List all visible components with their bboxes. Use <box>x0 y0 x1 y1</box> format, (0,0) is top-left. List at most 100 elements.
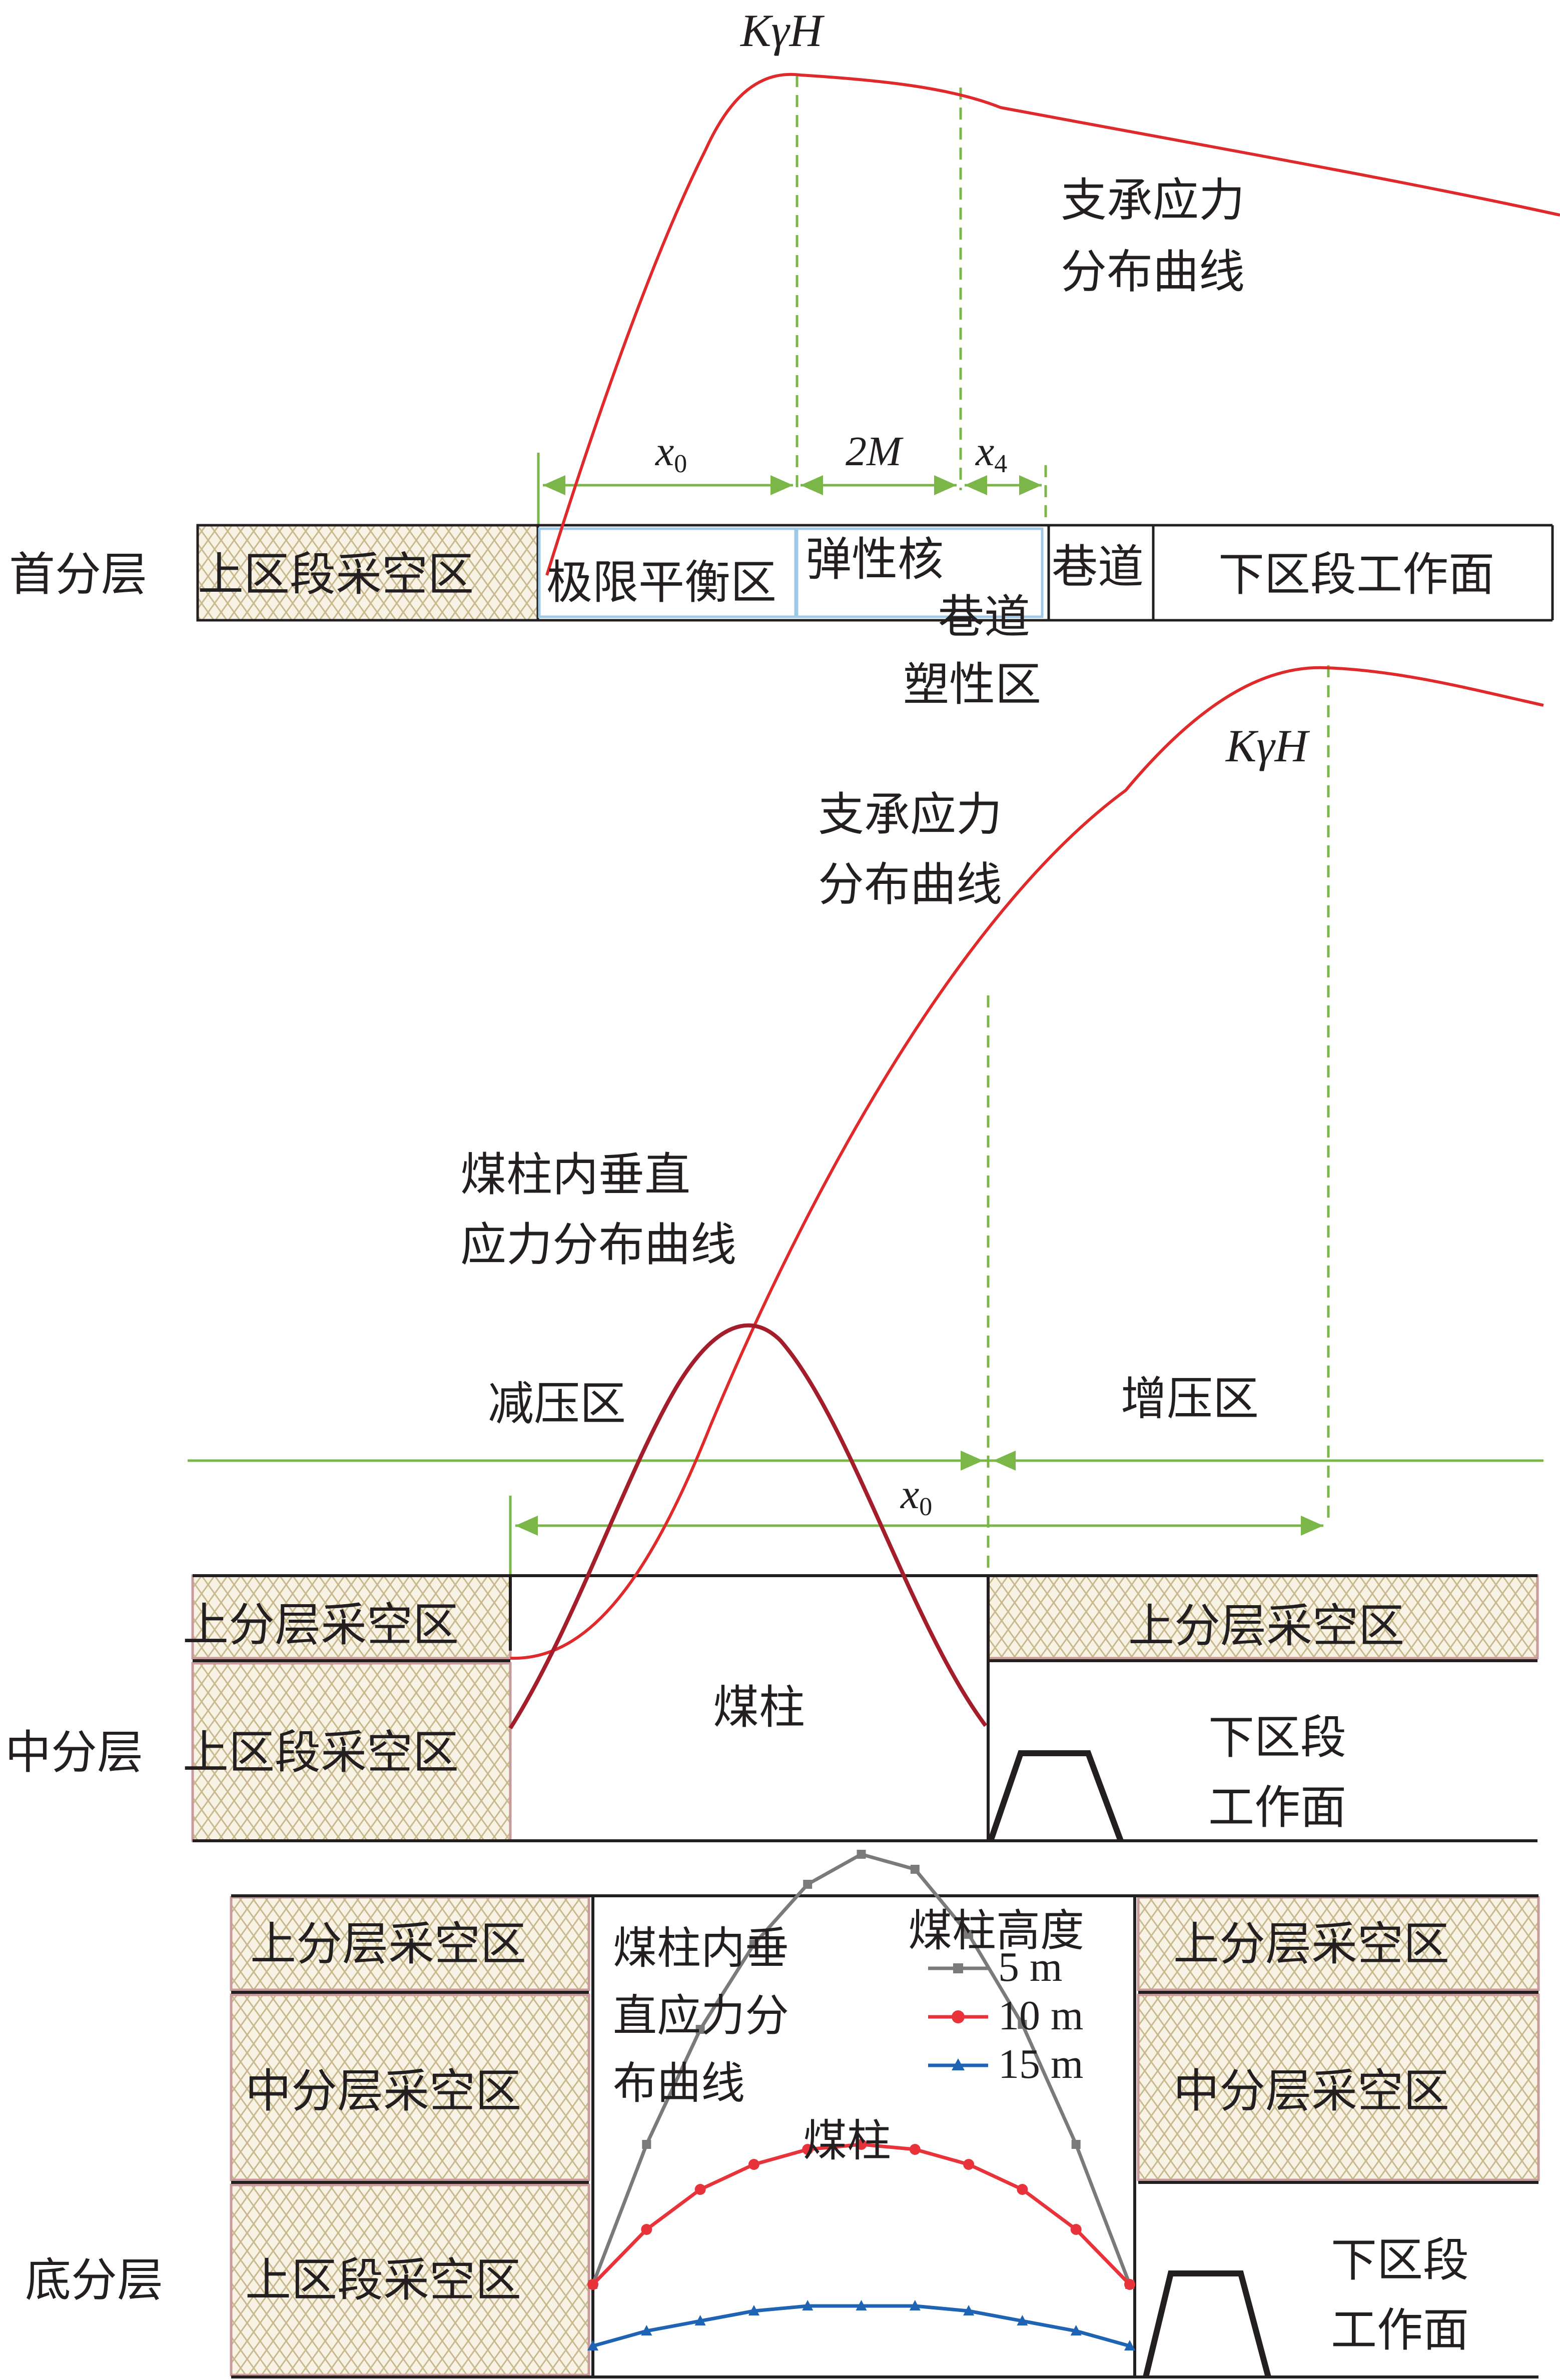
series-2-point-4 <box>802 2300 814 2310</box>
series-0-point-7 <box>964 1930 974 1939</box>
top-curve-label-2: 分布曲线 <box>1061 245 1245 299</box>
series-2-point-2 <box>694 2315 706 2325</box>
bot-face-label-2: 工作面 <box>1331 2303 1469 2357</box>
bot-left-upper-goaf-label: 上分层采空区 <box>250 1917 526 1971</box>
series-1-point-10 <box>1124 2279 1135 2290</box>
series-line-2 <box>592 2304 1130 2348</box>
bot-right-middle-goaf-label: 中分层采空区 <box>1173 2064 1449 2118</box>
series-2-point-9 <box>1070 2325 1082 2335</box>
face-label: 下区段工作面 <box>1218 548 1494 601</box>
series-1-point-7 <box>963 2159 975 2170</box>
middle-section: x0 KγH 支承应力 分布曲线 煤柱内垂直 应力分布曲线 减压区 增压区 上分… <box>5 665 1544 1842</box>
pillar-stress-series-group <box>587 1850 1135 2350</box>
pillar-curve-label-2: 应力分布曲线 <box>460 1218 736 1272</box>
bot-right-middle-goaf <box>1137 1993 1540 2181</box>
series-2-point-7 <box>963 2305 975 2315</box>
top-goaf-block <box>196 524 539 622</box>
roadway-label: 巷道 <box>1052 540 1144 594</box>
bot-left-middle-goaf-label: 中分层采空区 <box>245 2064 521 2118</box>
bot-left-lower-goaf-label: 上区段采空区 <box>245 2253 521 2307</box>
bot-curve-label-1: 煤柱内垂 <box>613 1922 789 1974</box>
top-peak-label: KγH <box>739 5 825 56</box>
bot-left-middle-goaf <box>230 1993 590 2181</box>
series-0-point-9 <box>1071 2140 1081 2149</box>
mid-abutment-stress-curve <box>510 666 1544 1660</box>
bot-curve-label-2: 直应力分 <box>613 1990 789 2041</box>
legend-label-2: 15 m <box>998 2041 1083 2087</box>
bot-curve-label-3: 布曲线 <box>613 2057 745 2109</box>
series-0-point-4 <box>803 1880 813 1889</box>
series-0-point-2 <box>695 2025 705 2034</box>
plastic-zone-label-1: 巷道 <box>938 590 1030 644</box>
mid-curve-label-1: 支承应力 <box>818 788 1002 841</box>
series-1-point-4 <box>802 2144 814 2155</box>
pillar-curve-label-1: 煤柱内垂直 <box>460 1148 690 1202</box>
series-1-point-9 <box>1070 2224 1082 2235</box>
bot-left-lower-goaf <box>230 2183 590 2376</box>
bottom-section: 煤柱高度 5 m10 m15 m 上分层采空区 中分层采空区 上区段采空区 底分… <box>25 1850 1540 2378</box>
bot-pillar-label: 煤柱 <box>803 2115 891 2166</box>
series-0-point-6 <box>910 1865 920 1874</box>
plastic-zone-label-2: 塑性区 <box>903 658 1041 711</box>
series-2-point-8 <box>1017 2315 1028 2325</box>
legend-marker-1 <box>952 2010 965 2023</box>
legend-marker-0 <box>953 1963 963 1973</box>
series-2-point-10 <box>1124 2340 1135 2350</box>
mid-face-label-2: 工作面 <box>1208 1781 1346 1834</box>
mid-face-label-1: 下区段 <box>1208 1711 1346 1764</box>
dim-x0-label: x0 <box>654 428 687 478</box>
series-1-point-8 <box>1017 2184 1028 2195</box>
elastic-core-label: 弹性核 <box>806 533 944 586</box>
series-2-point-1 <box>641 2325 652 2335</box>
bot-right-upper-goaf-label: 上分层采空区 <box>1173 1917 1449 1971</box>
legend-label-1: 10 m <box>998 1992 1083 2039</box>
relief-zone-label: 减压区 <box>488 1377 626 1431</box>
limit-zone-label: 极限平衡区 <box>546 556 776 609</box>
mid-peak-label: KγH <box>1225 720 1310 771</box>
series-1-point-6 <box>909 2144 921 2155</box>
dim-x4-label: x4 <box>975 428 1007 478</box>
mid-upper-goaf-right-label: 上分层采空区 <box>1128 1599 1404 1653</box>
mid-roadway-shape <box>988 1750 1124 1842</box>
top-layer-label: 首分层 <box>9 548 147 601</box>
bot-left-upper-goaf <box>230 1896 590 1991</box>
series-0-point-1 <box>642 2140 651 2149</box>
legend: 煤柱高度 5 m10 m15 m <box>908 1905 1084 2087</box>
series-0-point-3 <box>749 1940 758 1949</box>
top-curve-label-1: 支承应力 <box>1061 174 1245 227</box>
series-0-point-8 <box>1018 2020 1027 2029</box>
top-abutment-stress-curve <box>545 73 1560 576</box>
series-2-point-0 <box>587 2340 598 2350</box>
top-goaf-label: 上区段采空区 <box>198 548 474 601</box>
limit-zone-box <box>538 527 797 618</box>
series-2-point-3 <box>748 2305 759 2315</box>
series-1-point-2 <box>694 2184 706 2195</box>
mid-layer-label: 中分层 <box>5 1726 143 1779</box>
legend-label-0: 5 m <box>998 1944 1062 1990</box>
mid-upper-goaf-left-label: 上分层采空区 <box>183 1598 459 1652</box>
mid-dim-x0-label: x0 <box>900 1471 932 1521</box>
legend-marker-2 <box>952 2058 965 2070</box>
mid-pillar-label: 煤柱 <box>713 1681 805 1734</box>
bot-right-upper-goaf <box>1137 1896 1540 1991</box>
series-1-point-1 <box>641 2224 652 2235</box>
series-2-point-6 <box>909 2300 921 2310</box>
bot-roadway-shape <box>1143 2270 1271 2378</box>
bot-layer-label: 底分层 <box>25 2253 163 2307</box>
series-1-point-3 <box>748 2159 759 2170</box>
legend-title: 煤柱高度 <box>908 1905 1084 1956</box>
series-0-point-5 <box>857 1850 866 1859</box>
dim-2m-label: 2M <box>846 428 904 475</box>
series-1-point-0 <box>587 2279 598 2290</box>
mid-goaf-left-label: 上区段采空区 <box>183 1726 459 1779</box>
increase-zone-label: 增压区 <box>1121 1372 1259 1426</box>
top-section: x0 2M x4 KγH 支承应力 分布曲线 首分层 上区段采空区 极限平衡区 … <box>9 5 1560 711</box>
pillar-vertical-stress-curve <box>508 1323 988 1730</box>
elastic-core-box <box>796 527 1044 618</box>
mid-upper-goaf-right <box>987 1574 1539 1660</box>
series-1-point-5 <box>856 2139 867 2150</box>
bot-face-label-1: 下区段 <box>1331 2233 1469 2287</box>
mid-curve-label-2: 分布曲线 <box>818 858 1002 911</box>
series-2-point-5 <box>856 2300 867 2310</box>
